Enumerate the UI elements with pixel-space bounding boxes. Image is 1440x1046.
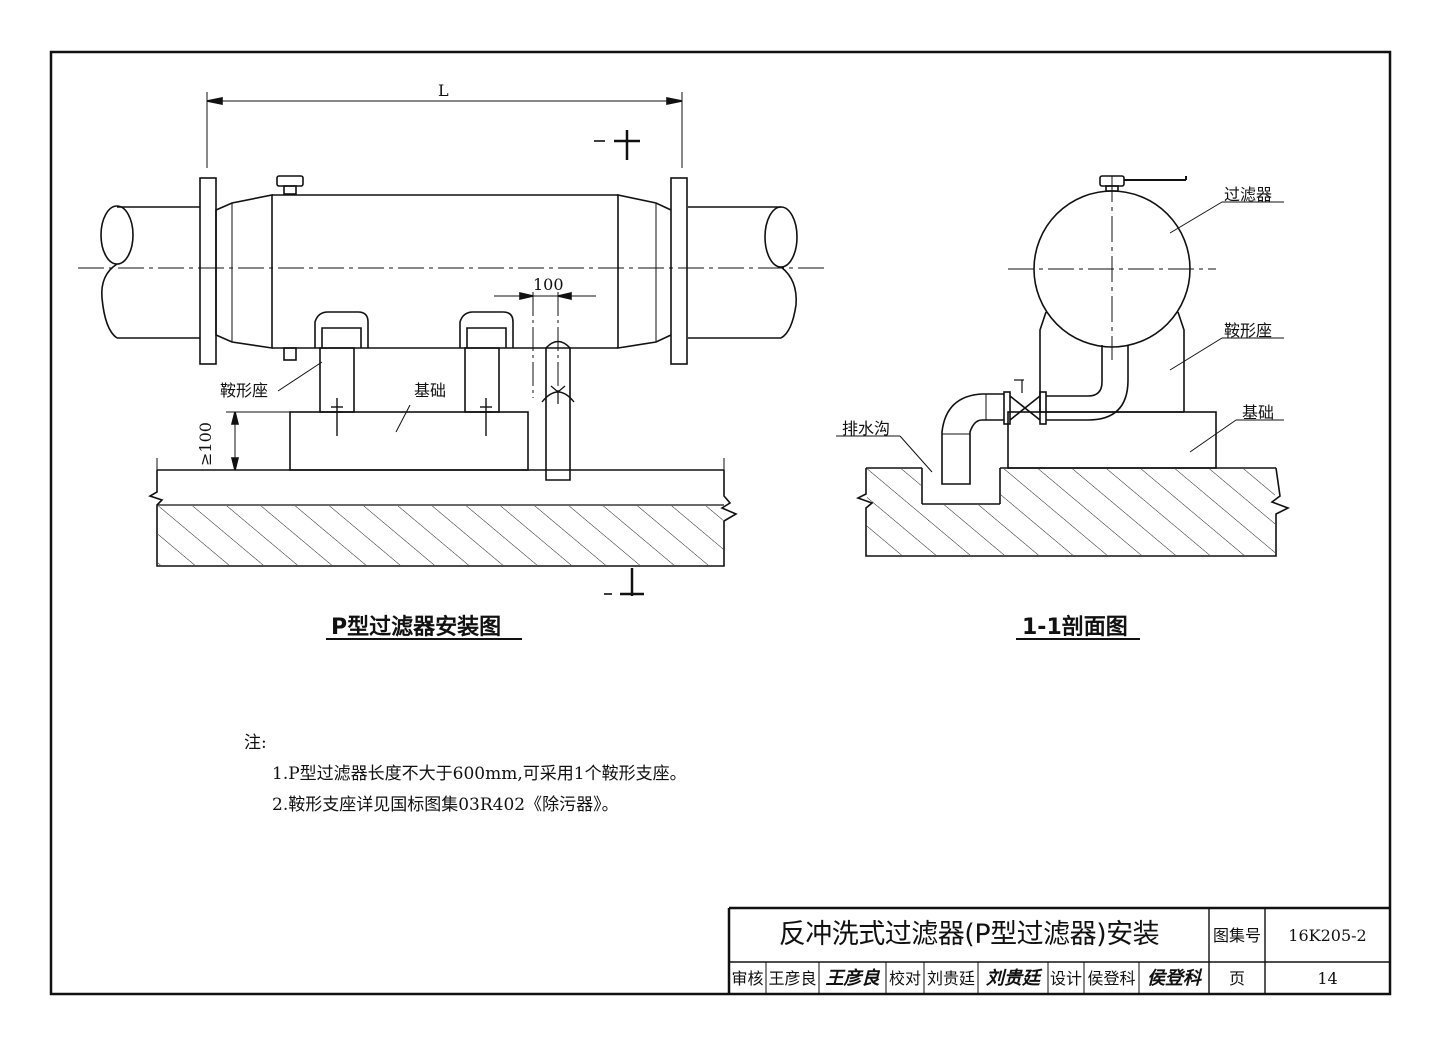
installation-view xyxy=(78,92,828,596)
drawing-title: 反冲洗式过滤器(P型过滤器)安装 xyxy=(778,919,1160,950)
designer-name: 侯登科 xyxy=(1087,969,1136,988)
left-foundation-label: 基础 xyxy=(414,381,447,400)
left-saddle-label: 鞍形座 xyxy=(220,381,269,400)
reviewer-signature: 王彦良 xyxy=(825,968,880,989)
right-foundation-label: 基础 xyxy=(1242,403,1275,422)
left-caption-underline xyxy=(326,638,522,640)
atlas-number: 16K205-2 xyxy=(1288,926,1367,945)
note-item: 1.P型过滤器长度不大于600mm,可采用1个鞍形支座。 xyxy=(272,764,687,784)
review-label: 审核 xyxy=(731,969,764,988)
drain-trench-label: 排水沟 xyxy=(842,419,891,438)
note-item: 2.鞍形支座详见国标图集03R402《除污器》。 xyxy=(272,795,619,815)
atlas-label: 图集号 xyxy=(1212,926,1261,945)
dim-offset-label: 100 xyxy=(533,275,564,294)
notes-heading: 注: xyxy=(244,733,267,753)
checker-name: 刘贵廷 xyxy=(926,969,975,988)
dim-length-label: L xyxy=(438,81,449,100)
section-view xyxy=(836,175,1290,557)
page-label: 页 xyxy=(1228,969,1245,988)
sheet-frame xyxy=(49,50,1392,996)
checker-signature: 刘贵廷 xyxy=(986,968,1040,989)
designer-signature: 侯登科 xyxy=(1147,968,1201,989)
right-view-caption: 1-1剖面图 xyxy=(1022,615,1128,640)
right-caption-underline xyxy=(1016,638,1140,640)
filter-label: 过滤器 xyxy=(1224,185,1273,204)
check-label: 校对 xyxy=(888,969,921,988)
page-number: 14 xyxy=(1317,969,1338,988)
notes: 注: 1.P型过滤器长度不大于600mm,可采用1个鞍形支座。 2.鞍形支座详见… xyxy=(244,728,687,821)
reviewer-name: 王彦良 xyxy=(768,969,817,988)
design-label: 设计 xyxy=(1049,969,1082,988)
left-view-caption: P型过滤器安装图 xyxy=(331,615,502,640)
title-block: 反冲洗式过滤器(P型过滤器)安装 图集号 16K205-2 审核 王彦良 王彦良… xyxy=(729,908,1390,994)
title-block-grid xyxy=(727,906,1390,994)
dim-height-label: ≥100 xyxy=(196,422,215,466)
right-saddle-label: 鞍形座 xyxy=(1224,321,1273,340)
